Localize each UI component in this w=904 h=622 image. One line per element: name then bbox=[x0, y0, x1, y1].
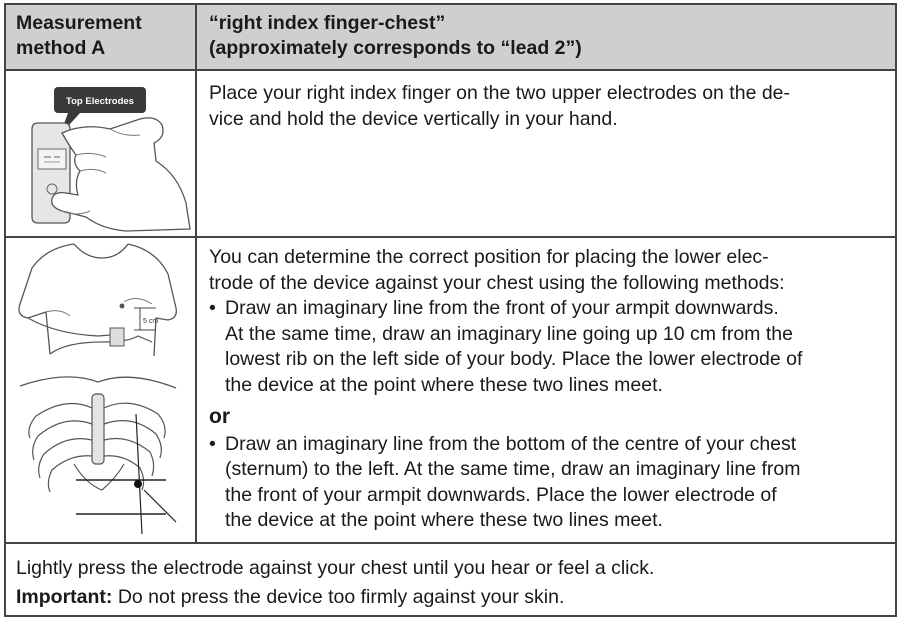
bullet-line: the front of your armpit downwards. Plac… bbox=[225, 483, 777, 506]
header-method-cell: Measurement method A bbox=[6, 5, 197, 71]
important-text: Do not press the device too firmly again… bbox=[112, 586, 565, 608]
instruction-line: Place your right index finger on the two… bbox=[209, 82, 791, 104]
header-method-line-2: method A bbox=[16, 37, 106, 59]
torso-figure-illustration: 5 cm bbox=[18, 243, 177, 357]
bullet-line: the device at the point where these two … bbox=[225, 373, 663, 396]
header-method-line-1: Measurement bbox=[16, 12, 142, 34]
hand-holding-device-illustration: Top Electrodes bbox=[31, 87, 191, 232]
chest-position-illustrations: 5 cm bbox=[18, 243, 177, 535]
header-title-line-2: (approximately corresponds to “lead 2”) bbox=[209, 37, 582, 59]
finger-placement-instruction: Place your right index finger on the two… bbox=[197, 71, 895, 238]
intro-line: trode of the device against your chest u… bbox=[209, 271, 785, 294]
distance-label: 5 cm bbox=[143, 318, 158, 325]
electrode-position-marker bbox=[134, 480, 142, 488]
chest-position-illustration-cell: 5 cm bbox=[6, 238, 197, 544]
header-title-line-1: “right index finger-chest” bbox=[209, 12, 446, 34]
rib-cage-illustration bbox=[19, 376, 177, 535]
important-label: Important: bbox=[16, 586, 113, 608]
header-title-cell: “right index finger-chest” (approximatel… bbox=[197, 5, 895, 71]
bullet-symbol: • bbox=[209, 432, 216, 455]
intro-line: You can determine the correct position f… bbox=[209, 246, 769, 268]
footer-note: Lightly press the electrode against your… bbox=[6, 544, 895, 615]
top-electrodes-callout bbox=[54, 87, 146, 113]
instruction-line: vice and hold the device vertically in y… bbox=[209, 108, 618, 130]
bullet-line: Draw an imaginary line from the bottom o… bbox=[225, 432, 797, 455]
hand-device-illustration-cell: Top Electrodes bbox=[6, 71, 197, 238]
important-note: Important: Do not press the device too f… bbox=[16, 583, 885, 612]
bullet-symbol: • bbox=[209, 297, 216, 319]
bullet-line: the device at the point where these two … bbox=[225, 509, 663, 531]
or-separator: or bbox=[209, 405, 230, 428]
measurement-table: Measurement method A “right index finger… bbox=[4, 3, 897, 617]
bullet-item-2: • Draw an imaginary line from the bottom … bbox=[209, 432, 883, 458]
bullet-line: (sternum) to the left. At the same time,… bbox=[225, 458, 801, 480]
bullet-line: Draw an imaginary line from the front of… bbox=[225, 297, 779, 319]
bullet-line: lowest rib on the left side of your body… bbox=[225, 348, 803, 370]
bullet-item-1: • Draw an imaginary line from the front o… bbox=[209, 296, 883, 322]
press-instruction: Lightly press the electrode against your… bbox=[16, 557, 655, 579]
chest-position-instructions: You can determine the correct position f… bbox=[197, 238, 895, 544]
top-electrodes-label: Top Electrodes bbox=[66, 96, 134, 107]
bullet-line: At the same time, draw an imaginary line… bbox=[225, 322, 793, 345]
